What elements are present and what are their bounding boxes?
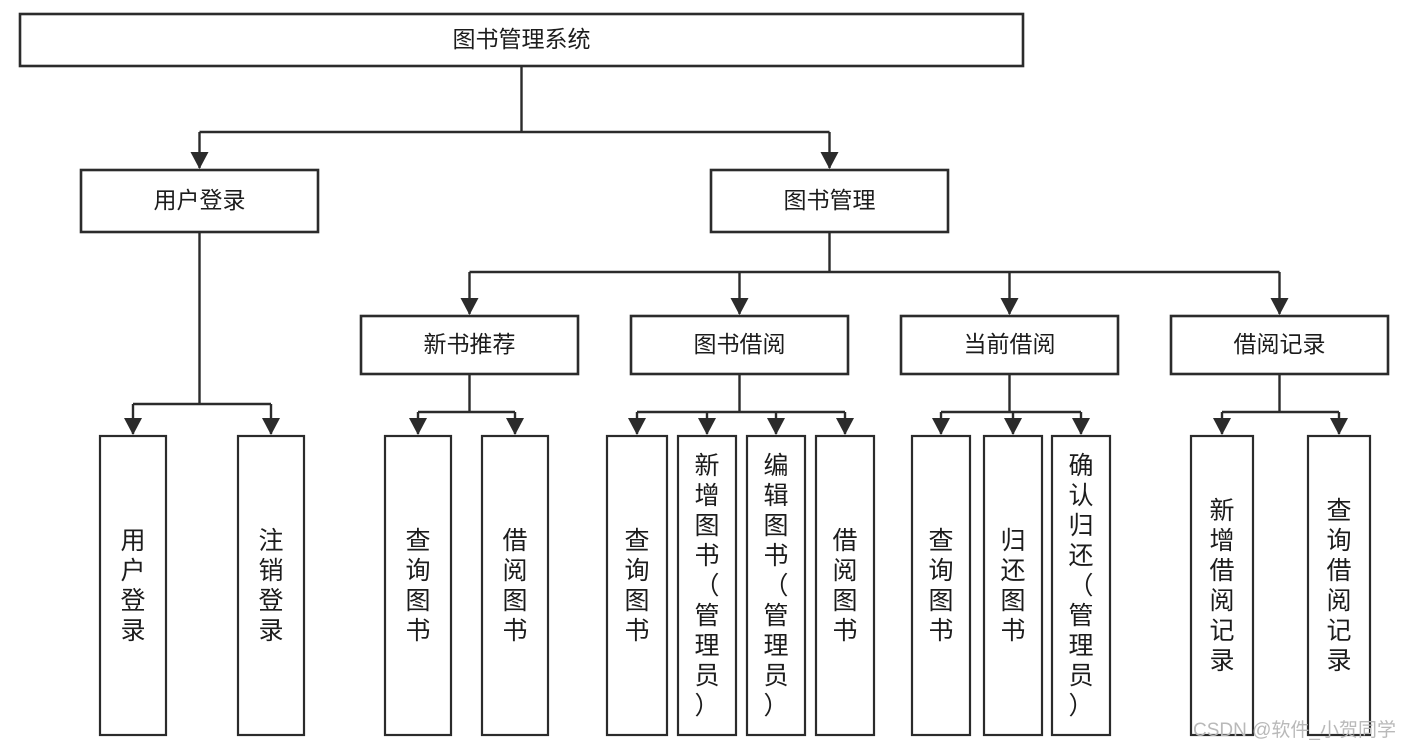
node-label-leaf-query-book-1: 查询图书	[405, 527, 430, 645]
node-label-root: 图书管理系统	[453, 26, 591, 52]
arrow-head-icon	[1330, 418, 1348, 435]
arrow-head-icon	[1072, 418, 1090, 435]
node-leaf-return-book[interactable]: 归还图书	[982, 434, 1044, 737]
node-box-book-borrow	[629, 314, 850, 376]
node-label-book-manage: 图书管理	[784, 187, 876, 213]
node-borrow-record[interactable]: 借阅记录	[1169, 314, 1390, 376]
node-root[interactable]: 图书管理系统	[18, 12, 1025, 68]
node-leaf-user-login[interactable]: 用户登录	[98, 434, 168, 737]
node-box-new-book-recommend	[359, 314, 580, 376]
arrow-head-icon	[932, 418, 950, 435]
node-box-leaf-query-book-1	[383, 434, 453, 737]
node-label-leaf-user-login: 用户登录	[120, 527, 145, 645]
node-label-leaf-add-book: 新增图书（管理员）	[694, 452, 719, 720]
arrow-head-icon	[1000, 298, 1019, 315]
node-label-leaf-add-record: 新增借阅记录	[1209, 497, 1234, 675]
node-book-manage[interactable]: 图书管理	[709, 168, 950, 234]
node-box-leaf-logout	[236, 434, 306, 737]
node-box-leaf-edit-book	[745, 434, 807, 737]
node-label-leaf-borrow-book-2: 借阅图书	[832, 527, 857, 645]
node-box-leaf-confirm-return	[1050, 434, 1112, 737]
arrow-head-icon	[836, 418, 854, 435]
node-label-current-borrow: 当前借阅	[964, 331, 1056, 357]
node-box-leaf-query-record	[1306, 434, 1372, 737]
node-leaf-add-record[interactable]: 新增借阅记录	[1189, 434, 1255, 737]
node-layer: 用户登录图书管理新书推荐图书借阅当前借阅借阅记录用户登录注销登录查询图书借阅图书…	[18, 12, 1390, 737]
node-new-book-recommend[interactable]: 新书推荐	[359, 314, 580, 376]
arrow-head-icon	[262, 418, 280, 435]
arrow-head-icon	[1270, 298, 1289, 315]
node-user-login[interactable]: 用户登录	[79, 168, 320, 234]
node-box-leaf-borrow-book-1	[480, 434, 550, 737]
node-label-leaf-query-book-2: 查询图书	[624, 527, 649, 645]
node-leaf-add-book[interactable]: 新增图书（管理员）	[676, 434, 738, 737]
node-box-root	[18, 12, 1025, 68]
connector-layer	[124, 66, 1348, 435]
node-box-book-manage	[709, 168, 950, 234]
node-label-user-login: 用户登录	[154, 187, 246, 213]
arrow-head-icon	[460, 298, 479, 315]
node-label-new-book-recommend: 新书推荐	[424, 331, 516, 357]
csdn-watermark: CSDN @软件_小贺同学	[1193, 719, 1396, 741]
arrow-head-icon	[767, 418, 785, 435]
arrow-head-icon	[1004, 418, 1022, 435]
arrow-head-icon	[190, 152, 209, 169]
node-label-book-borrow: 图书借阅	[694, 331, 786, 357]
node-book-borrow[interactable]: 图书借阅	[629, 314, 850, 376]
node-leaf-query-book-2[interactable]: 查询图书	[605, 434, 669, 737]
node-box-borrow-record	[1169, 314, 1390, 376]
node-label-leaf-confirm-return: 确认归还（管理员）	[1068, 452, 1093, 720]
node-box-leaf-add-record	[1189, 434, 1255, 737]
node-leaf-query-book-3[interactable]: 查询图书	[910, 434, 972, 737]
node-box-current-borrow	[899, 314, 1120, 376]
arrow-head-icon	[820, 152, 839, 169]
node-leaf-query-book-1[interactable]: 查询图书	[383, 434, 453, 737]
arrow-head-icon	[698, 418, 716, 435]
node-leaf-logout[interactable]: 注销登录	[236, 434, 306, 737]
node-label-leaf-edit-book: 编辑图书（管理员）	[763, 452, 788, 720]
arrow-head-icon	[506, 418, 524, 435]
node-leaf-borrow-book-2[interactable]: 借阅图书	[814, 434, 876, 737]
arrow-head-icon	[1213, 418, 1231, 435]
node-leaf-confirm-return[interactable]: 确认归还（管理员）	[1050, 434, 1112, 737]
arrow-head-icon	[628, 418, 646, 435]
node-label-leaf-query-book-3: 查询图书	[928, 527, 953, 645]
node-leaf-borrow-book-1[interactable]: 借阅图书	[480, 434, 550, 737]
node-label-leaf-borrow-book-1: 借阅图书	[502, 527, 527, 645]
node-box-leaf-user-login	[98, 434, 168, 737]
node-box-leaf-add-book	[676, 434, 738, 737]
node-box-leaf-borrow-book-2	[814, 434, 876, 737]
arrow-head-icon	[124, 418, 142, 435]
node-current-borrow[interactable]: 当前借阅	[899, 314, 1120, 376]
node-label-leaf-logout: 注销登录	[258, 527, 283, 645]
arrow-head-icon	[730, 298, 749, 315]
node-label-leaf-query-record: 查询借阅记录	[1326, 497, 1351, 675]
node-box-user-login	[79, 168, 320, 234]
node-label-borrow-record: 借阅记录	[1234, 331, 1326, 357]
node-box-leaf-return-book	[982, 434, 1044, 737]
node-leaf-query-record[interactable]: 查询借阅记录	[1306, 434, 1372, 737]
node-label-leaf-return-book: 归还图书	[1000, 527, 1025, 645]
node-leaf-edit-book[interactable]: 编辑图书（管理员）	[745, 434, 807, 737]
node-box-leaf-query-book-3	[910, 434, 972, 737]
node-box-leaf-query-book-2	[605, 434, 669, 737]
arrow-head-icon	[409, 418, 427, 435]
